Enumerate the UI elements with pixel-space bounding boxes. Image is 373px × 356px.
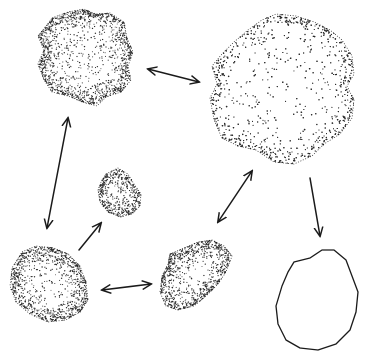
arrow-top-right-bottom-right xyxy=(310,178,320,236)
blob-top-right-stipple xyxy=(211,14,354,164)
blob-top-right xyxy=(210,14,354,164)
blob-small-middle xyxy=(98,168,141,217)
blob-bottom-right xyxy=(276,250,358,350)
arrow-bottom-left-small-middle xyxy=(79,223,101,250)
arrow-bottom-middle-top-right xyxy=(218,171,252,222)
blob-top-left-stipple xyxy=(38,9,133,104)
arrow-bottom-left-bottom-middle xyxy=(102,284,151,290)
blob-top-left xyxy=(38,9,133,106)
blob-bottom-middle-stipple xyxy=(160,240,232,310)
blob-top-right-edge xyxy=(210,14,354,164)
blob-bottom-left-edge xyxy=(10,246,88,322)
arrow-top-left-top-right xyxy=(148,69,199,82)
blob-bottom-left-stipple xyxy=(11,246,89,321)
blob-bottom-middle xyxy=(160,240,232,310)
blob-bottom-right-outline xyxy=(276,250,358,350)
arrow-top-left-bottom-left xyxy=(47,118,68,228)
blob-bottom-left xyxy=(10,246,88,322)
